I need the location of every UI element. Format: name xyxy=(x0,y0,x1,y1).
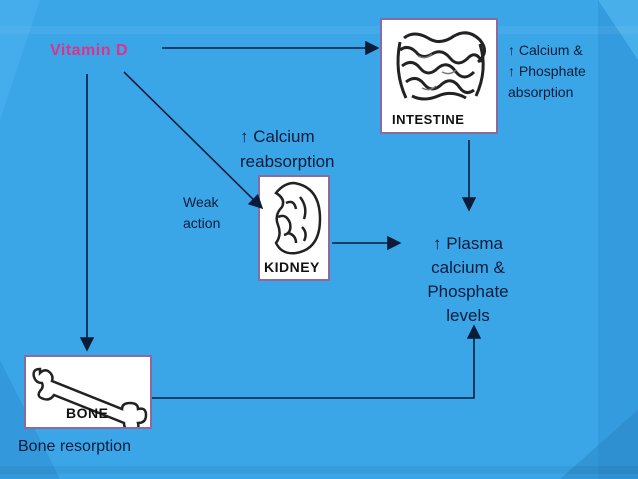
outcome-line3: Phosphate xyxy=(427,282,509,301)
weak-line2: action xyxy=(183,215,221,231)
bone-icon xyxy=(32,367,148,427)
weak-line1: Weak xyxy=(183,194,219,210)
intestine-tag: INTESTINE xyxy=(392,112,465,127)
intestine-icon xyxy=(396,31,486,101)
kidney-tag: KIDNEY xyxy=(264,259,320,275)
kidney-effect: ↑ Calcium reabsorption xyxy=(240,124,335,174)
bone-tag: BONE xyxy=(66,405,109,421)
arrow-bone-to-plasma xyxy=(152,324,482,399)
kidney-effect-line1: ↑ Calcium xyxy=(240,127,315,146)
vitamin-d-label: Vitamin D xyxy=(50,42,128,59)
outcome-line2: calcium & xyxy=(431,258,505,277)
intestine-effect: ↑ Calcium & ↑ Phosphate absorption xyxy=(508,40,586,103)
kidney-box: KIDNEY xyxy=(258,175,330,281)
intestine-effect-line1: ↑ Calcium & xyxy=(508,42,583,58)
outcome-line4: levels xyxy=(446,306,490,325)
intestine-effect-line2: ↑ Phosphate xyxy=(508,63,586,79)
kidney-effect-line2: reabsorption xyxy=(240,152,335,171)
intestine-effect-line3: absorption xyxy=(508,84,574,100)
outcome-line1: ↑ Plasma xyxy=(433,234,503,253)
bone-resorption-label: Bone resorption xyxy=(18,438,131,455)
kidney-icon xyxy=(274,181,322,255)
arrow-vitd-to-kidney xyxy=(123,71,264,210)
weak-action-label: Weak action xyxy=(183,192,220,234)
plasma-outcome: ↑ Plasma calcium & Phosphate levels xyxy=(412,232,524,328)
bone-box: BONE xyxy=(24,355,152,429)
intestine-box: INTESTINE xyxy=(380,18,498,134)
